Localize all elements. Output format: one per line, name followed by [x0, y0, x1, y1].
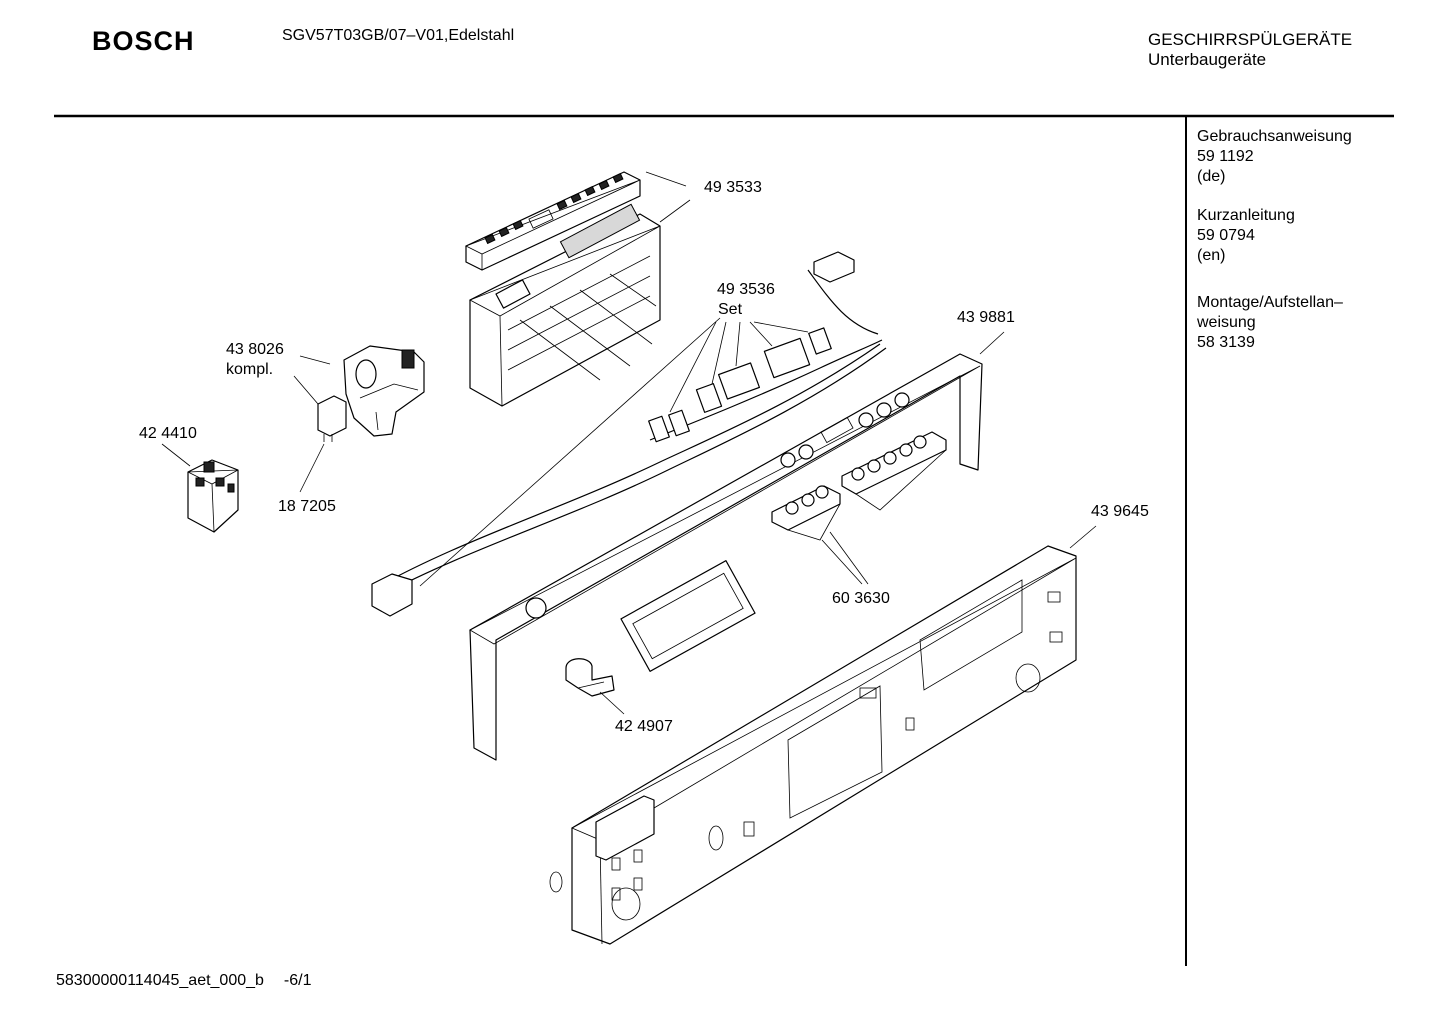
leader-439881: [979, 331, 1005, 355]
category-block: GESCHIRRSPÜLGERÄTE Unterbaugeräte: [1148, 30, 1352, 70]
leader-424907: [599, 691, 625, 715]
doc-number: 58 3139: [1197, 334, 1255, 351]
leader-424410: [161, 443, 191, 467]
panel-carrier-part: [549, 545, 1077, 945]
part-label-493533: 49 3533: [704, 179, 762, 196]
capacitor-part: [317, 395, 347, 442]
valve-assembly-part: [343, 345, 425, 437]
footer-page: -6/1: [283, 972, 312, 989]
part-label-603630: 60 3630: [832, 590, 890, 607]
keypad-strip-part: [465, 171, 641, 271]
brand-logo: BOSCH: [92, 26, 195, 56]
doc-number: 59 0794: [1197, 227, 1255, 244]
part-label-424907: 42 4907: [615, 718, 673, 735]
doc-title: Gebrauchsanweisung: [1197, 128, 1352, 145]
doc-reference-quick-guide: Kurzanleitung 59 0794 (en): [1197, 206, 1295, 266]
part-label-438026-kompl: kompl.: [226, 361, 274, 378]
leaders-493536: [419, 317, 809, 587]
category-title: GESCHIRRSPÜLGERÄTE: [1148, 30, 1353, 49]
electronic-module-part: [469, 203, 661, 407]
category-subtitle: Unterbaugeräte: [1148, 50, 1267, 69]
model-designation: SGV57T03GB/07–V01,Edelstahl: [282, 27, 515, 44]
part-label-438026: 43 8026: [226, 341, 284, 358]
doc-language: (en): [1197, 247, 1226, 264]
part-label-439881: 43 9881: [957, 309, 1015, 326]
doc-title: Kurzanleitung: [1197, 207, 1295, 224]
part-label-493536: 49 3536: [717, 281, 775, 298]
leader-438026-b: [293, 375, 319, 405]
button-caps-part: [771, 431, 947, 541]
doc-reference-user-manual: Gebrauchsanweisung 59 1192 (de): [1197, 127, 1352, 187]
leader-438026: [299, 355, 331, 365]
doc-reference-installation: Montage/Aufstellan– weisung 58 3139: [1197, 293, 1343, 353]
doc-title-line2: weisung: [1197, 314, 1256, 331]
leader-603630-b: [829, 531, 869, 585]
control-panel-fascia-part: [469, 353, 983, 761]
part-label-439645: 43 9645: [1091, 503, 1149, 520]
leader-493533-strip: [645, 171, 687, 187]
clip-part: [565, 658, 615, 697]
part-label-493536-set: Set: [718, 301, 743, 318]
leader-187205: [299, 443, 325, 493]
cable-harness-part: [371, 251, 887, 617]
part-label-187205: 18 7205: [278, 498, 336, 515]
relay-block-part: [187, 459, 239, 533]
leader-493533-module: [659, 199, 691, 223]
leader-439645: [1069, 525, 1097, 549]
part-label-424410: 42 4410: [139, 425, 197, 442]
footer-doc-id: 58300000114045_aet_000_b: [56, 972, 264, 989]
footer: 58300000114045_aet_000_b -6/1: [56, 972, 312, 990]
doc-number: 59 1192: [1197, 148, 1254, 165]
doc-language: (de): [1197, 168, 1226, 185]
doc-title-line1: Montage/Aufstellan–: [1197, 294, 1343, 311]
leader-603630-a: [821, 539, 863, 585]
